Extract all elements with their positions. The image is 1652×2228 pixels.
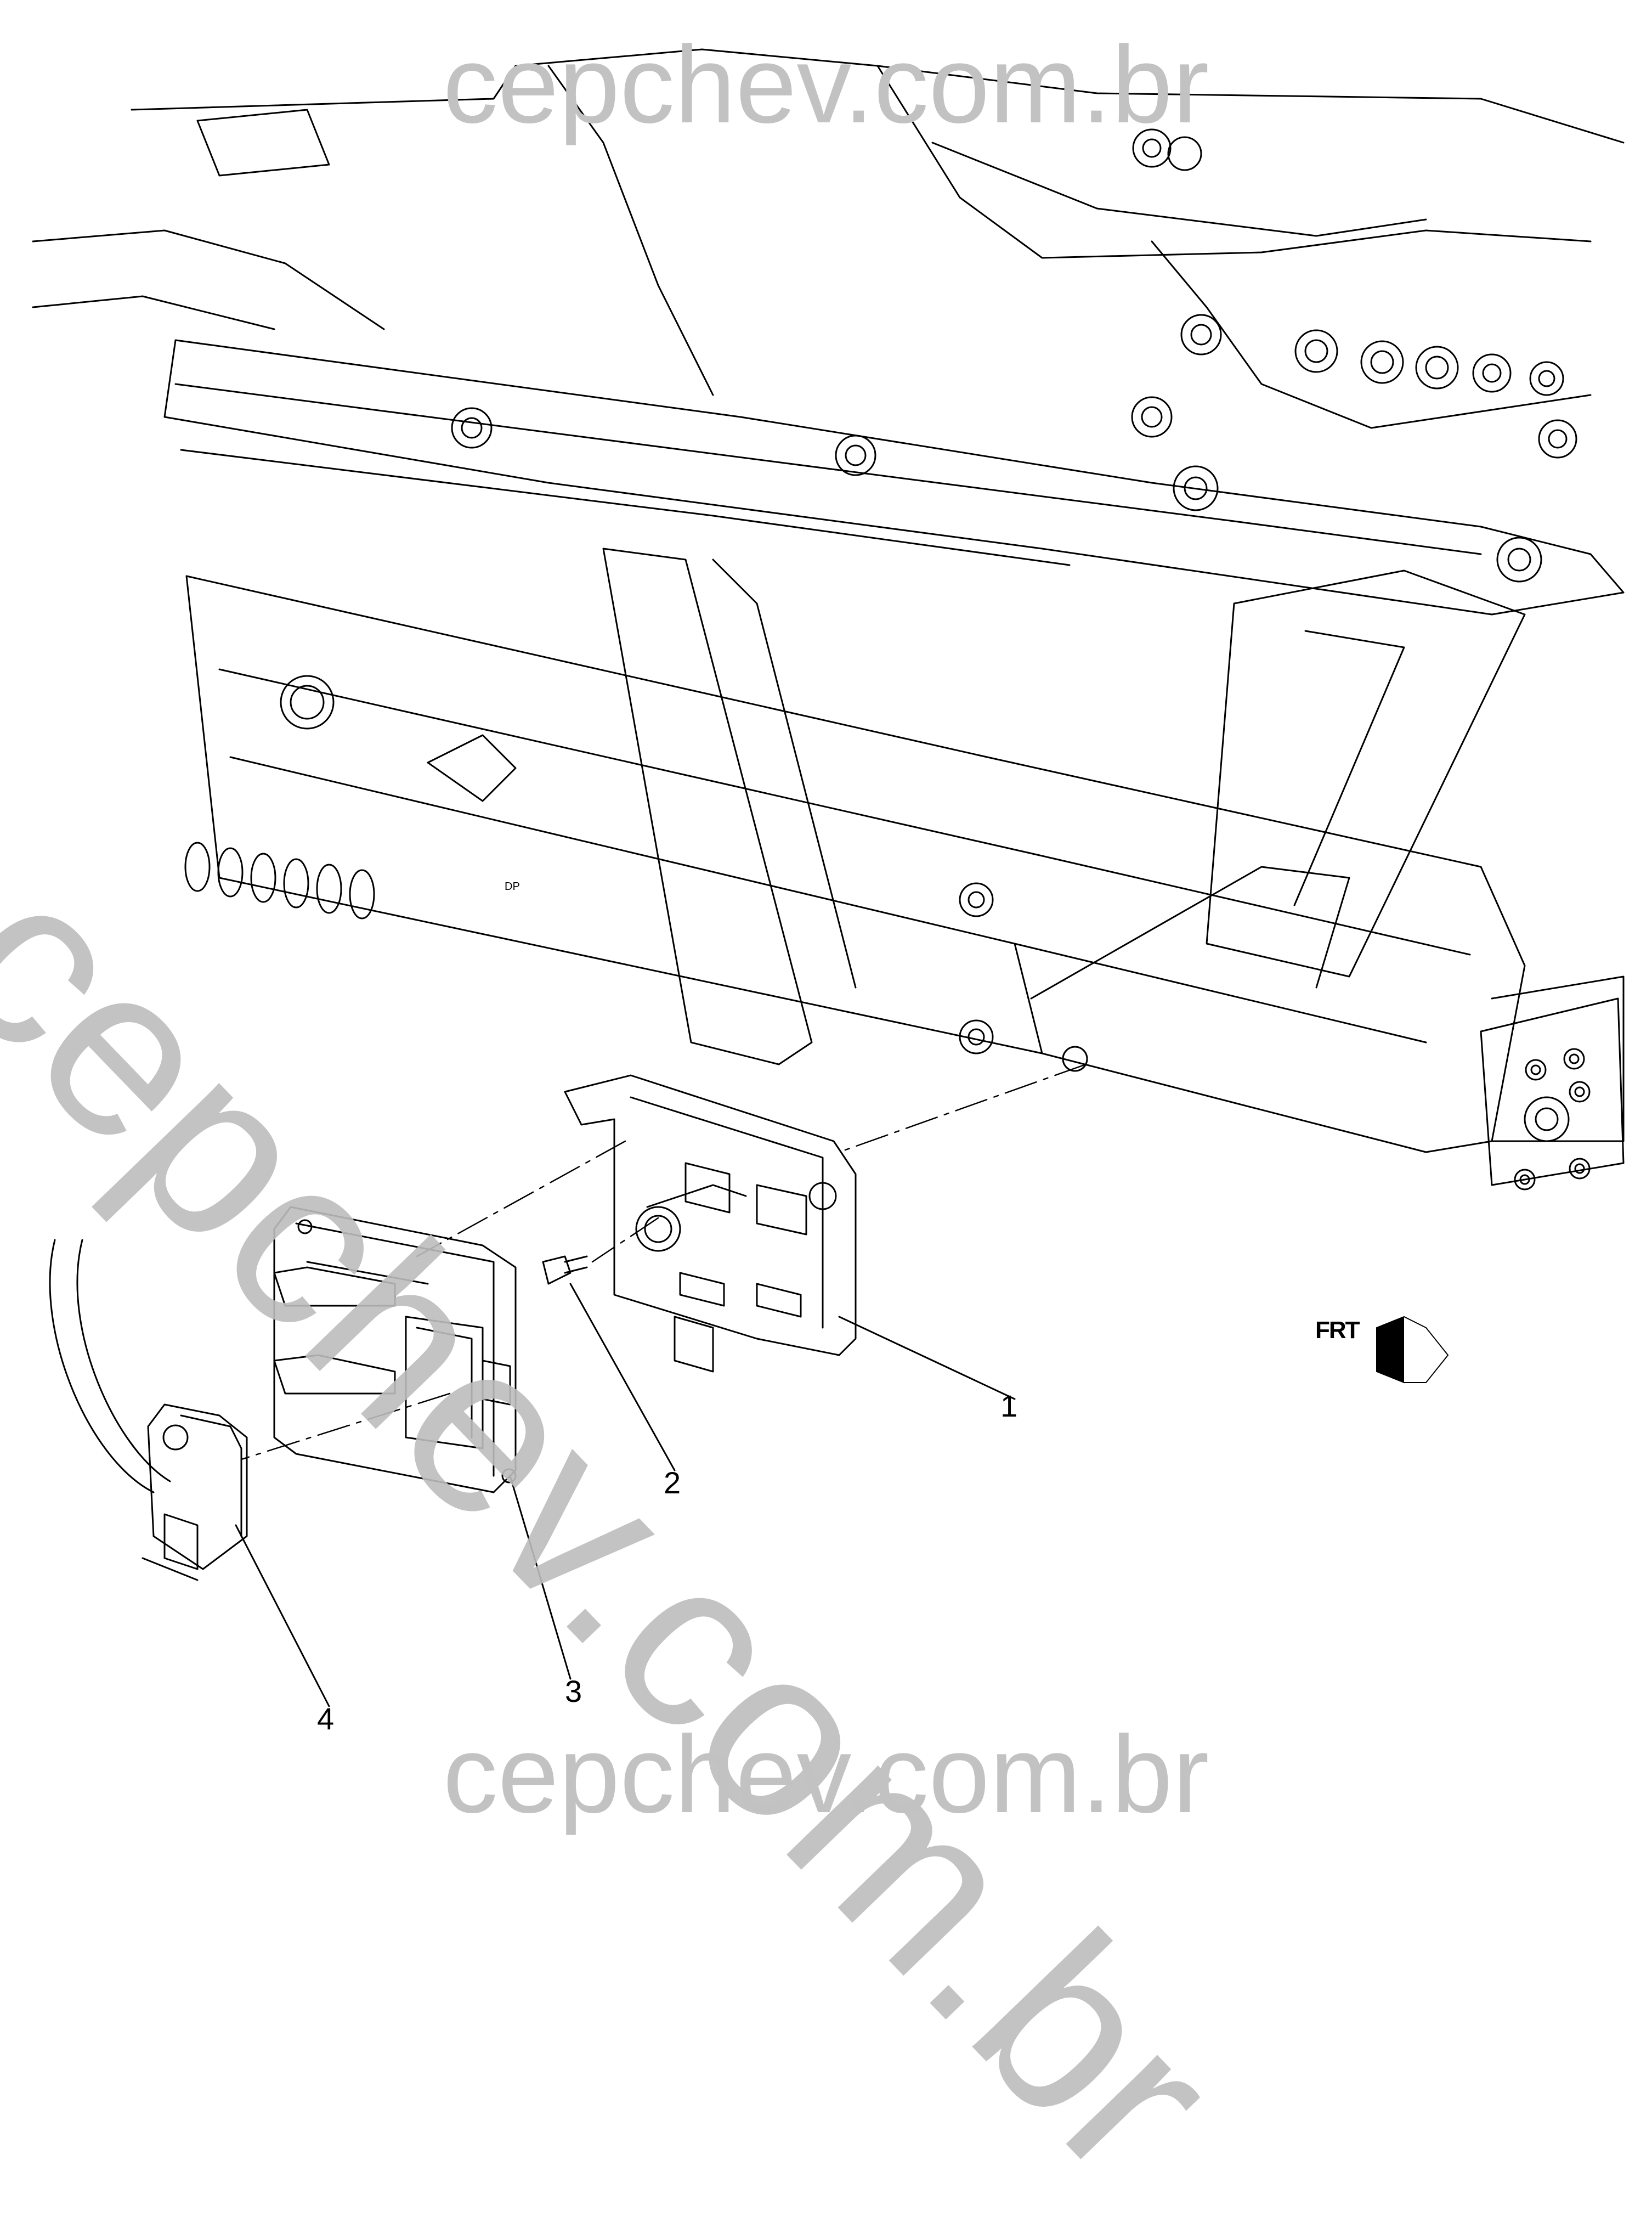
upper-tie-bar xyxy=(163,339,1625,616)
callout-3: 3 xyxy=(565,1674,582,1708)
callout-2: 2 xyxy=(664,1465,681,1500)
watermark-bottom: cepchev.com.br xyxy=(443,1713,1209,1836)
front-label: FRT xyxy=(1315,1317,1360,1344)
vertical-bracket xyxy=(602,548,857,1065)
bumper-mount-plate xyxy=(1480,997,1625,1191)
callout-4: 4 xyxy=(317,1701,335,1736)
callout-1: 1 xyxy=(1000,1389,1018,1423)
frame-drawing xyxy=(32,48,1625,1707)
right-strut xyxy=(1030,569,1526,1000)
front-arrow-icon xyxy=(1376,1316,1449,1384)
lower-cross-member xyxy=(184,575,1625,1153)
harness-connector xyxy=(49,1239,248,1581)
control-module xyxy=(273,1206,517,1493)
upper-frame xyxy=(32,48,1625,438)
dp-marking: DP xyxy=(505,881,520,893)
module-bracket xyxy=(564,1074,857,1373)
watermark-top: cepchev.com.br xyxy=(443,24,1209,146)
diagram-canvas: cepchev.com.br cepchev.com.br cepchev.co… xyxy=(0,24,1625,2226)
leader-lines xyxy=(235,1283,1016,1707)
bolt xyxy=(542,1255,588,1285)
assembly-lines xyxy=(240,1063,1087,1460)
